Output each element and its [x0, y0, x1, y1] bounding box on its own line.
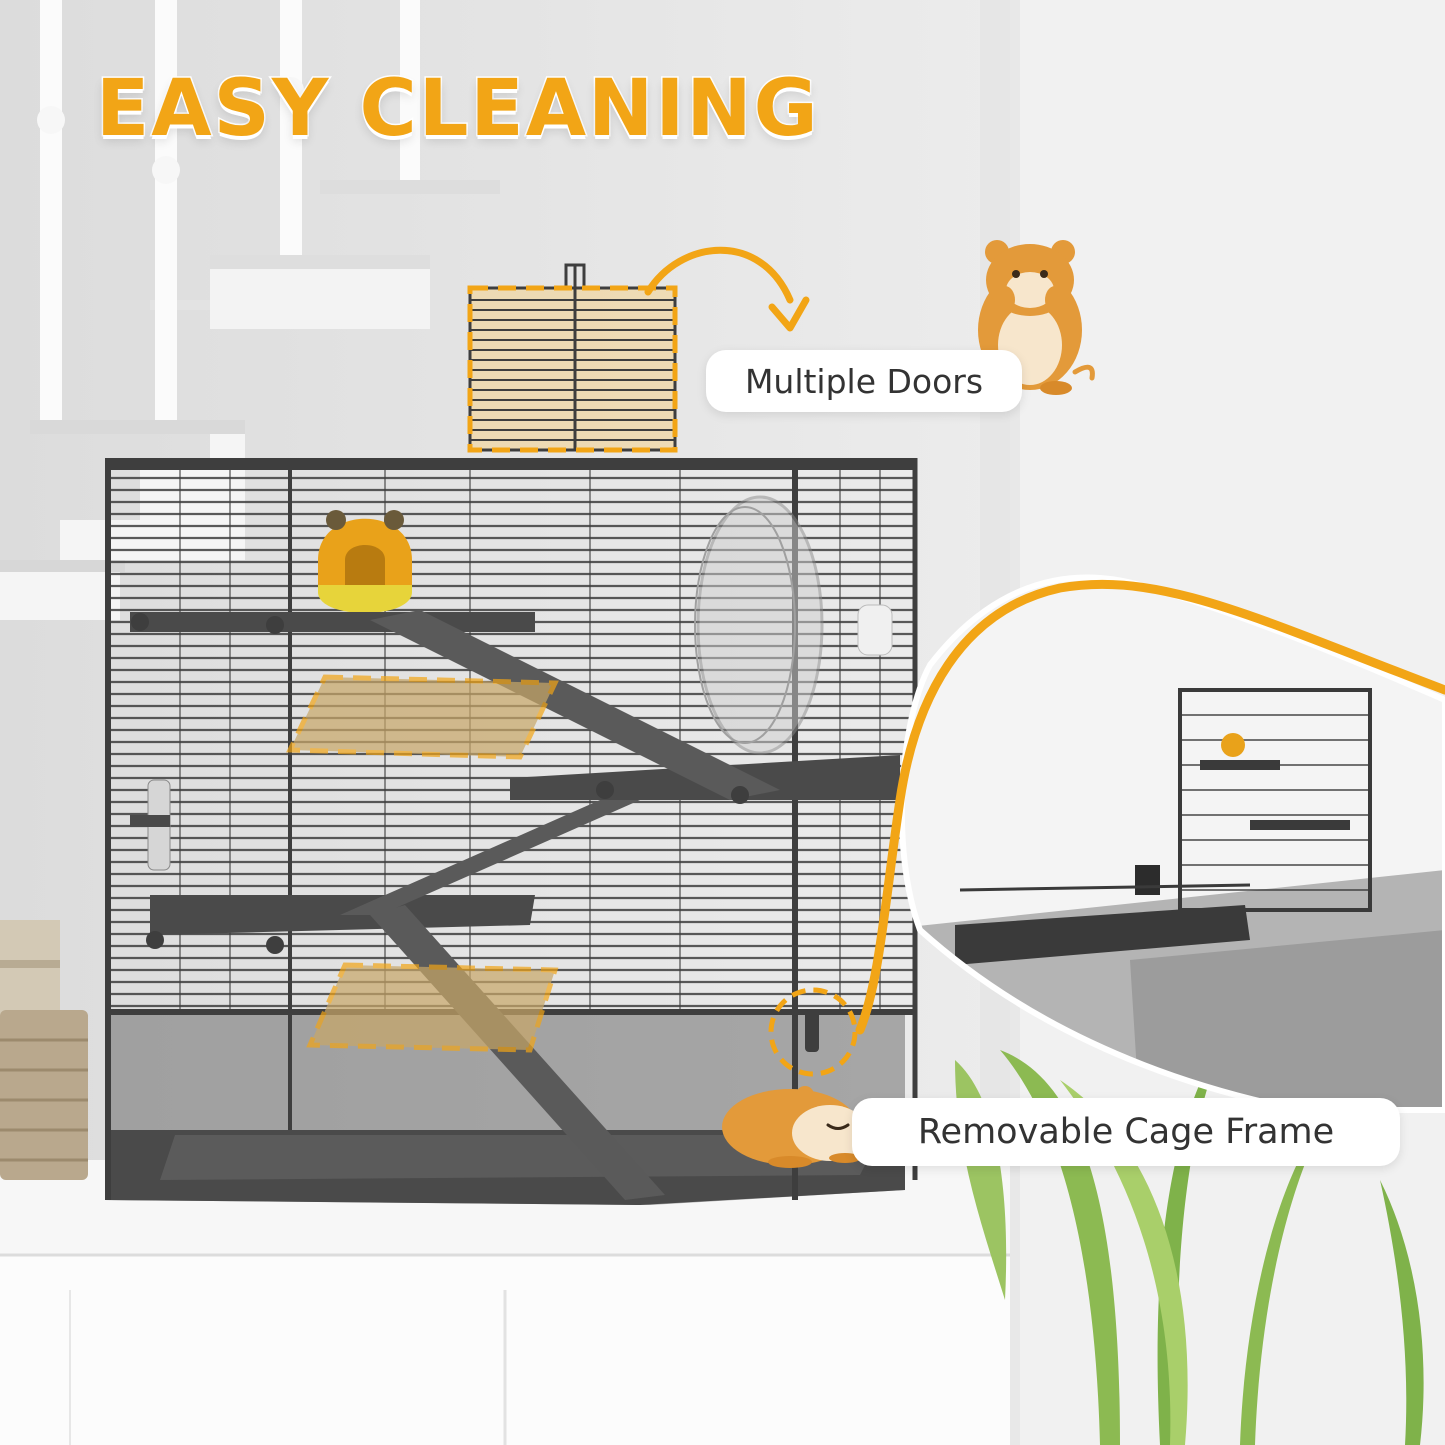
hamster-sleeping-icon [722, 1086, 868, 1168]
callout-removable-cage-frame: Removable Cage Frame [852, 1098, 1400, 1166]
latch-highlight [768, 987, 858, 1077]
removable-trays [286, 674, 559, 1053]
hamster-hideout [318, 510, 412, 613]
cage-base [105, 1010, 905, 1205]
callout-multiple-doors-label: Multiple Doors [744, 361, 984, 401]
top-door [467, 263, 678, 453]
staircase [0, 0, 500, 620]
curved-arrow-icon [644, 246, 810, 332]
callout-multiple-doors: Multiple Doors [706, 350, 1022, 412]
callout-removable-cage-frame-label: Removable Cage Frame [917, 1112, 1335, 1152]
water-bottle [130, 779, 171, 871]
cabinet [0, 1160, 1010, 1445]
books-and-basket [0, 920, 88, 1180]
exercise-wheel [694, 495, 893, 755]
headline: EASY CLEANING [95, 64, 820, 154]
